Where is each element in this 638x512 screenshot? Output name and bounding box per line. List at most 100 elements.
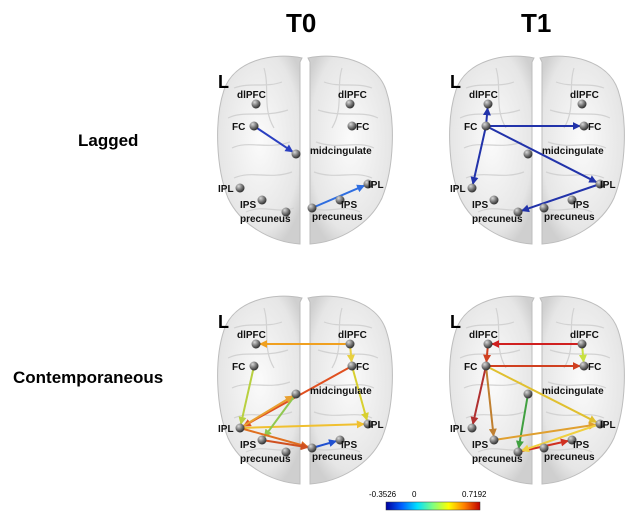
- colorbar-max-label: 0.7192: [462, 490, 487, 499]
- node-fc_L: [249, 121, 259, 131]
- node-midcingulate: [523, 149, 533, 159]
- node-fc_L: [249, 361, 259, 371]
- connection-edge: [493, 421, 597, 441]
- node-ips_L: [489, 435, 499, 445]
- node-label-precuneus_R: precuneus: [544, 212, 595, 223]
- connection-edge: [485, 125, 598, 184]
- connection-edge: [485, 365, 598, 424]
- hemisphere-label: L: [218, 72, 229, 92]
- node-precuneus_R: [307, 203, 317, 213]
- row-title-lagged: Lagged: [78, 131, 139, 150]
- connection-edge: [521, 183, 601, 213]
- node-label-fc_R: FC: [356, 122, 369, 133]
- connection-edge: [470, 125, 487, 185]
- node-ipl_L: [235, 423, 245, 433]
- node-ips_L: [489, 195, 499, 205]
- node-label-precuneus_R: precuneus: [544, 452, 595, 463]
- node-fc_R: [579, 121, 589, 131]
- node-dlpfc_L: [483, 339, 493, 349]
- node-label-ipl_R: IPL: [600, 180, 616, 191]
- node-label-ips_R: IPS: [573, 200, 589, 211]
- node-dlpfc_R: [345, 99, 355, 109]
- node-label-dlpfc_R: dlPFC: [570, 90, 599, 101]
- connection-edge: [470, 365, 487, 425]
- node-precuneus_L: [513, 447, 523, 457]
- connection-edge: [238, 365, 255, 425]
- connection-edge: [239, 427, 309, 449]
- node-label-ipl_R: IPL: [600, 420, 616, 431]
- node-fc_R: [347, 361, 357, 371]
- node-label-dlpfc_R: dlPFC: [570, 330, 599, 341]
- node-fc_L: [481, 361, 491, 371]
- node-label-ipl_L: IPL: [218, 424, 234, 435]
- node-label-fc_L: FC: [464, 362, 477, 373]
- node-precuneus_R: [539, 203, 549, 213]
- node-label-fc_R: FC: [356, 362, 369, 373]
- node-ipl_R: [595, 419, 605, 429]
- colorbar-zero-label: 0: [412, 490, 417, 499]
- node-label-midcingulate: midcingulate: [542, 386, 604, 397]
- node-label-midcingulate: midcingulate: [310, 146, 372, 157]
- column-title-t1: T1: [521, 8, 552, 38]
- node-label-ips_L: IPS: [240, 440, 256, 451]
- colorbar: [385, 501, 481, 511]
- node-label-ips_R: IPS: [341, 200, 357, 211]
- node-ips_R: [567, 195, 577, 205]
- node-precuneus_L: [281, 447, 291, 457]
- node-label-ipl_R: IPL: [368, 420, 384, 431]
- node-label-precuneus_R: precuneus: [312, 452, 363, 463]
- connection-edge: [521, 423, 601, 453]
- node-fc_L: [481, 121, 491, 131]
- colorbar-min-label: -0.3526: [369, 490, 397, 499]
- node-midcingulate: [291, 389, 301, 399]
- node-label-dlpfc_R: dlPFC: [338, 330, 367, 341]
- node-ipl_L: [235, 183, 245, 193]
- node-label-midcingulate: midcingulate: [310, 386, 372, 397]
- node-label-ips_R: IPS: [341, 440, 357, 451]
- node-precuneus_R: [539, 443, 549, 453]
- node-dlpfc_L: [251, 339, 261, 349]
- node-label-precuneus_L: precuneus: [472, 214, 523, 225]
- node-dlpfc_L: [483, 99, 493, 109]
- node-label-precuneus_L: precuneus: [472, 454, 523, 465]
- node-label-precuneus_R: precuneus: [312, 212, 363, 223]
- node-dlpfc_L: [251, 99, 261, 109]
- node-ipl_L: [467, 423, 477, 433]
- node-ips_L: [257, 195, 267, 205]
- node-precuneus_R: [307, 443, 317, 453]
- node-label-ipl_L: IPL: [218, 184, 234, 195]
- node-label-dlpfc_L: dlPFC: [469, 330, 498, 341]
- node-label-dlpfc_L: dlPFC: [469, 90, 498, 101]
- node-label-fc_L: FC: [464, 122, 477, 133]
- node-label-ips_L: IPS: [472, 440, 488, 451]
- node-label-ips_L: IPS: [472, 200, 488, 211]
- node-label-dlpfc_L: dlPFC: [237, 90, 266, 101]
- node-label-fc_R: FC: [588, 122, 601, 133]
- hemisphere-label: L: [450, 312, 461, 332]
- node-dlpfc_R: [577, 99, 587, 109]
- node-ipl_R: [363, 179, 373, 189]
- brain-outline: [449, 55, 625, 245]
- node-label-precuneus_L: precuneus: [240, 454, 291, 465]
- node-label-ips_R: IPS: [573, 440, 589, 451]
- node-label-midcingulate: midcingulate: [542, 146, 604, 157]
- node-ips_R: [335, 195, 345, 205]
- node-ips_R: [567, 435, 577, 445]
- connection-edge: [239, 420, 365, 429]
- node-ips_R: [335, 435, 345, 445]
- node-label-fc_L: FC: [232, 122, 245, 133]
- hemisphere-label: L: [450, 72, 461, 92]
- node-label-fc_R: FC: [588, 362, 601, 373]
- node-label-ipl_L: IPL: [450, 184, 466, 195]
- node-precuneus_L: [281, 207, 291, 217]
- node-label-dlpfc_R: dlPFC: [338, 90, 367, 101]
- node-label-ipl_L: IPL: [450, 424, 466, 435]
- node-label-precuneus_L: precuneus: [240, 214, 291, 225]
- connection-edge: [261, 439, 309, 451]
- connection-edge: [239, 395, 294, 429]
